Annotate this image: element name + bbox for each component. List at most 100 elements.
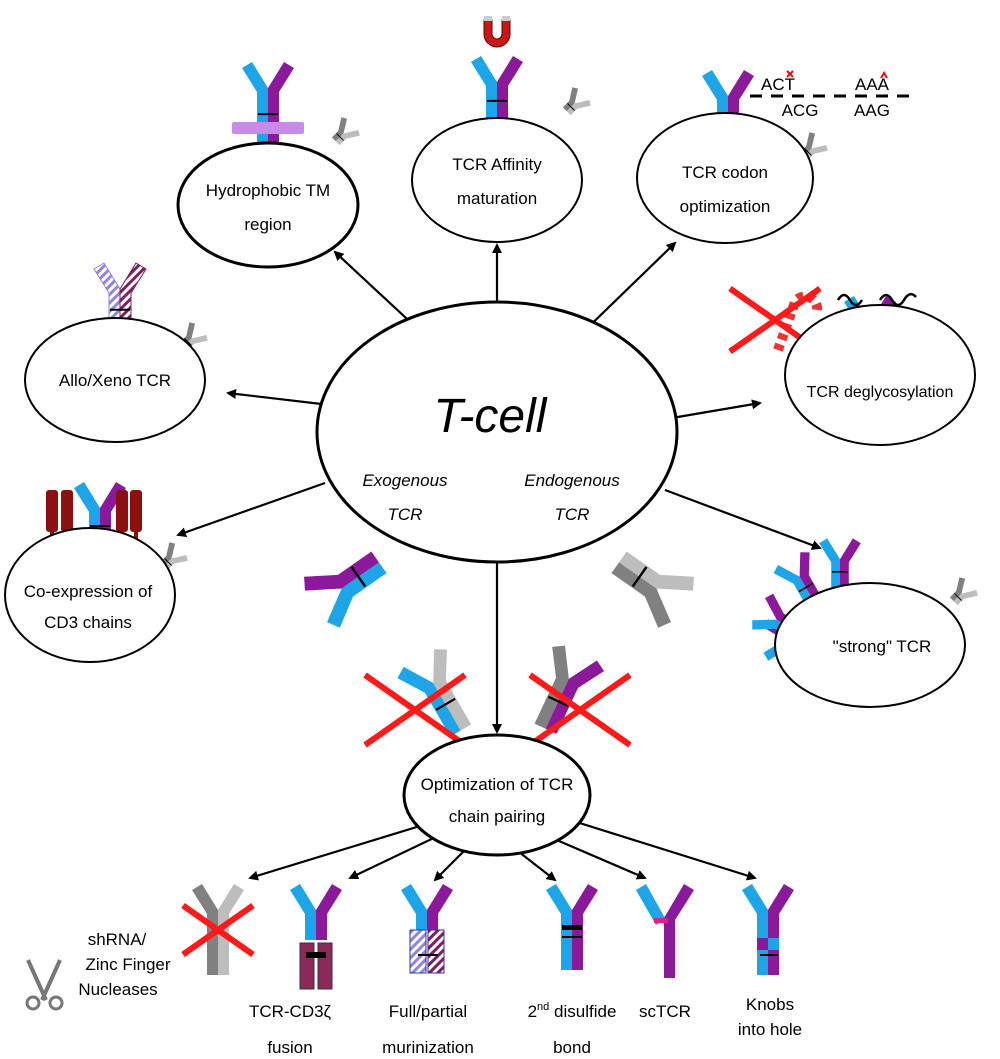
beta-chain — [335, 129, 360, 146]
exogenous-tcr-icon — [304, 551, 387, 628]
beta-chain — [427, 884, 453, 930]
exogenous-label: Exogenous — [362, 471, 448, 490]
arrow-to-knobs — [569, 818, 757, 881]
codon-node — [636, 112, 814, 244]
candy-cane-icon — [773, 291, 823, 352]
affinity-tcr-icon — [471, 56, 523, 124]
strong-node — [774, 582, 966, 708]
arrow-to-knockdown — [248, 824, 421, 881]
tcell-node — [315, 300, 679, 564]
disulfide-bond — [306, 952, 326, 958]
cd3-chain-icon — [46, 490, 58, 532]
strong-label: "strong" TCR — [833, 637, 932, 656]
knockdown-label-3: Nucleases — [78, 980, 157, 999]
mispair-cross-icon — [363, 672, 467, 748]
endogenous-label: Endogenous — [524, 471, 620, 490]
affinity-label-1: TCR Affinity — [452, 155, 542, 174]
beta-chain — [803, 144, 828, 161]
knockdown-cross-icon — [181, 903, 255, 957]
knobs-label-1: Knobs — [746, 995, 794, 1014]
scissors-icon — [25, 959, 64, 1011]
beta-chain — [218, 884, 244, 975]
cd3-label-1: Co-expression of — [24, 582, 153, 601]
affinity-node — [411, 117, 583, 243]
mispaired-tcr-icon — [397, 649, 472, 737]
murine-constant-beta — [427, 929, 445, 974]
exogenous-tcr-label: TCR — [388, 505, 423, 524]
mutation-mark-2 — [880, 71, 888, 79]
strong-tcr-icon — [819, 538, 861, 588]
cd3-chain-icon — [116, 490, 128, 532]
allo-label: Allo/Xeno TCR — [59, 371, 171, 390]
alpha-chain — [773, 565, 814, 606]
mispair-cross-icon — [528, 672, 632, 748]
beta-chain — [163, 554, 188, 571]
arrow-to-cd3 — [176, 481, 326, 538]
alpha-chain — [192, 884, 218, 975]
disulfide-label-1: 2nd disulfide — [528, 1001, 617, 1021]
single-chain-tcr-icon — [636, 884, 694, 978]
beta-chain — [433, 649, 472, 731]
mutation-mark-1 — [786, 70, 794, 78]
murinized-tcr-icon — [401, 884, 453, 930]
arrow-to-allo — [226, 388, 331, 407]
alpha-chain — [819, 538, 840, 588]
beta-chain — [799, 552, 822, 601]
hydrophobic-label-2: region — [244, 215, 291, 234]
alpha-chain — [546, 884, 572, 970]
beta-chain — [316, 884, 342, 940]
disulfide-bond — [164, 558, 172, 566]
fusion-tcr-icon — [290, 884, 342, 940]
murine-constant-alpha — [409, 929, 427, 974]
alpha-chain — [949, 577, 966, 602]
arrow-to-fusion — [348, 834, 441, 880]
endogenous-tcr-icon — [331, 117, 360, 146]
arrow-to-sctcr — [544, 833, 647, 880]
codon-acg: ACG — [782, 101, 819, 120]
knockdown-label-2: Zinc Finger — [85, 955, 170, 974]
fusion-label-1: TCR-CD3ζ — [249, 1002, 332, 1021]
codon-act: ACT — [761, 75, 795, 94]
disulfide-bond — [547, 695, 569, 708]
pairing-label-2: chain pairing — [449, 807, 545, 826]
alpha-chain — [471, 56, 497, 124]
knocked-down-tcr-icon — [192, 884, 244, 975]
disulfide-bond — [184, 338, 192, 346]
alpha-chain — [397, 666, 461, 737]
beta-chain — [572, 884, 598, 970]
beta-chain — [611, 562, 671, 628]
endogenous-tcr-icon — [949, 577, 978, 606]
beta-chain — [768, 884, 794, 975]
knob — [757, 938, 768, 950]
sctcr-label: scTCR — [639, 1002, 691, 1021]
cd3-zeta-fusion-icon — [317, 942, 333, 990]
murinization-label-2: murinization — [382, 1038, 474, 1057]
fusion-label-2: fusion — [267, 1038, 312, 1057]
glycan-icon — [836, 293, 864, 307]
tcell-title: T-cell — [434, 390, 548, 443]
disulfide-bond — [798, 582, 814, 593]
strong-tcr-icon — [773, 552, 822, 606]
second-disulfide-bond — [562, 925, 582, 930]
hole — [768, 938, 779, 950]
cd3-chain-icon — [130, 490, 142, 532]
endogenous-tcr-icon — [611, 551, 694, 628]
hydrophobic-label-1: Hydrophobic TM — [206, 181, 330, 200]
alpha-chain — [619, 551, 694, 591]
linker — [654, 918, 668, 923]
method-labels: shRNA/ Zinc Finger Nucleases TCR-CD3ζ fu… — [78, 930, 802, 1057]
glycan-icon — [878, 292, 917, 307]
pairing-label-1: Optimization of TCR — [421, 775, 574, 794]
cd3-zeta-fusion-icon — [299, 942, 315, 990]
codon-label-2: optimization — [680, 197, 771, 216]
beta-chain — [497, 56, 523, 124]
disulfide-tcr-icon — [546, 884, 598, 970]
deglyco-label: TCR deglycosylation — [807, 384, 954, 401]
disulfide-bond — [954, 593, 962, 601]
deglyco-node — [784, 304, 976, 446]
tm-region-band — [232, 122, 304, 134]
disulfide-bond — [435, 697, 456, 711]
beta-chain — [953, 589, 978, 606]
magnet-icon — [483, 16, 511, 48]
